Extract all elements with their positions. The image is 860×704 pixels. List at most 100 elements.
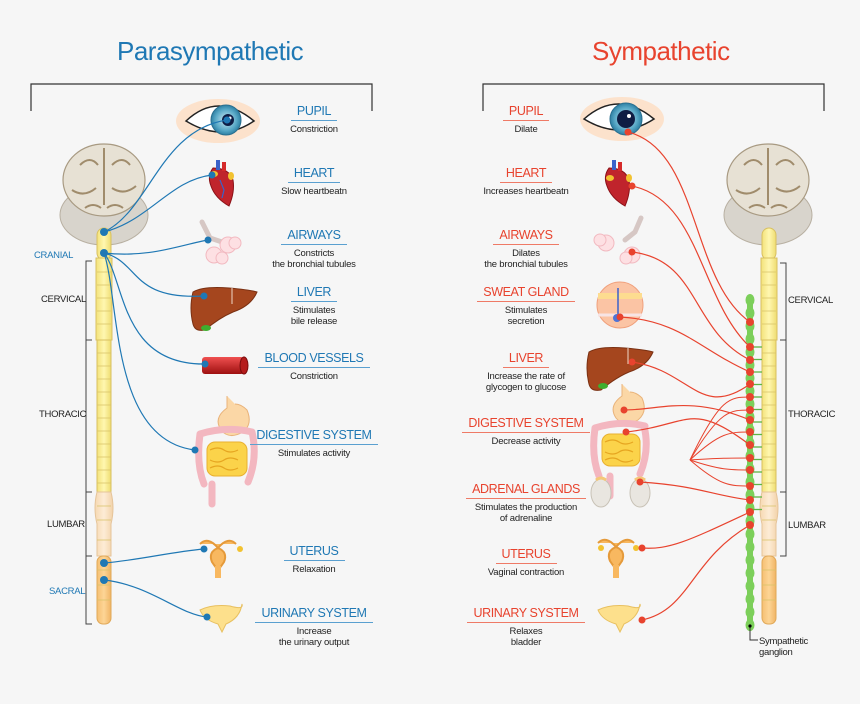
ganglion-synapse	[746, 318, 754, 326]
ganglion-synapse	[746, 496, 754, 504]
ganglion-synapse	[746, 508, 754, 516]
nerve-endpoint	[638, 616, 646, 624]
bladder-icon	[597, 603, 641, 634]
ganglion-node	[745, 541, 755, 553]
nerve-endpoint	[203, 613, 211, 621]
heart-icon	[208, 160, 234, 207]
nerve-endpoint	[204, 236, 212, 244]
nerve-endpoint	[636, 478, 644, 486]
segment-label-sacral: SACRAL	[49, 586, 86, 597]
bracket-sympathetic	[482, 83, 825, 111]
sympathetic-nerve	[623, 405, 751, 421]
liver-icon	[586, 347, 654, 391]
nerve-endpoint	[620, 406, 628, 414]
ganglion-node	[745, 528, 755, 540]
digestive-system-icon	[590, 384, 650, 500]
sympathetic-nerve	[631, 185, 751, 348]
ganglion-synapse	[746, 368, 754, 376]
segment-label-lumbar: LUMBAR	[47, 519, 85, 530]
sympathetic-nerve	[641, 524, 751, 621]
ganglion-synapse	[746, 428, 754, 436]
sweat-gland-icon	[596, 281, 644, 329]
sympathetic-nerve	[689, 396, 751, 461]
sympathetic-nerve	[639, 481, 751, 501]
parasympathetic-title: Parasympathetic	[117, 36, 304, 66]
uterus-icon	[597, 538, 639, 578]
sympathetic-nerve	[689, 431, 751, 461]
segment-label-cervical: CERVICAL	[41, 294, 86, 305]
sympathetic-nerve	[631, 251, 751, 361]
nerve-origin	[100, 559, 108, 567]
nerve-origin	[100, 576, 108, 584]
ganglion-synapse	[746, 356, 754, 364]
ganglion-node	[745, 307, 755, 319]
ganglion-synapse	[746, 521, 754, 529]
ganglion-node	[745, 294, 755, 306]
ganglion-synapse	[746, 416, 754, 424]
brain-right	[723, 143, 813, 246]
nerve-endpoint	[616, 313, 624, 321]
ganglion-node	[745, 606, 755, 618]
sympathetic-nerve	[627, 131, 751, 323]
eye-icon	[176, 99, 260, 143]
lungs-icon	[593, 215, 644, 265]
nerve-endpoint	[628, 358, 636, 366]
nerve-endpoint	[201, 360, 209, 368]
brain-left	[59, 143, 149, 246]
ganglion-synapse	[746, 393, 754, 401]
segment-label-thoracic: THORACIC	[39, 409, 87, 420]
segment-label-cervical: CERVICAL	[788, 295, 833, 306]
sympathetic-nerve	[689, 409, 751, 461]
nerve-endpoint	[200, 545, 208, 553]
segment-label-lumbar: LUMBAR	[788, 520, 826, 531]
ganglion-node	[745, 593, 755, 605]
sympathetic-title: Sympathetic	[592, 36, 730, 66]
cord-ticks-right	[762, 271, 776, 601]
ganglion-pointer	[749, 626, 758, 641]
parasympathetic-nerve	[103, 252, 205, 297]
nerve-endpoint	[628, 182, 636, 190]
parasympathetic-nerve	[103, 252, 196, 451]
ganglion-synapse	[746, 406, 754, 414]
sympathetic-nerve	[689, 457, 751, 461]
ganglion-synapse	[746, 380, 754, 388]
digestive-system-icon	[195, 396, 258, 508]
blood-vessel-icon	[202, 356, 249, 375]
nerve-endpoint	[200, 292, 208, 300]
ganglion-node	[745, 580, 755, 592]
heart-icon	[604, 160, 632, 207]
ganglion-node	[745, 554, 755, 566]
nerve-endpoint	[628, 248, 636, 256]
sympathetic-nerve	[625, 418, 751, 446]
cord-ticks-left	[97, 271, 111, 601]
segment-bracket-right	[780, 262, 787, 557]
ganglion-synapse	[746, 343, 754, 351]
sympathetic-ganglion-label: Sympathetic ganglion	[759, 636, 808, 658]
sympathetic-nerve	[689, 459, 751, 487]
nerve-endpoint	[624, 128, 632, 136]
ganglion-synapse	[746, 466, 754, 474]
ganglion-synapse	[746, 482, 754, 490]
nerve-endpoint	[208, 171, 216, 179]
nerve-endpoint	[622, 428, 630, 436]
nerve-endpoint	[223, 116, 231, 124]
segment-bracket-left	[85, 260, 92, 625]
nerve-endpoint	[191, 446, 199, 454]
ganglion-synapse	[746, 454, 754, 462]
ganglion-synapse	[746, 441, 754, 449]
